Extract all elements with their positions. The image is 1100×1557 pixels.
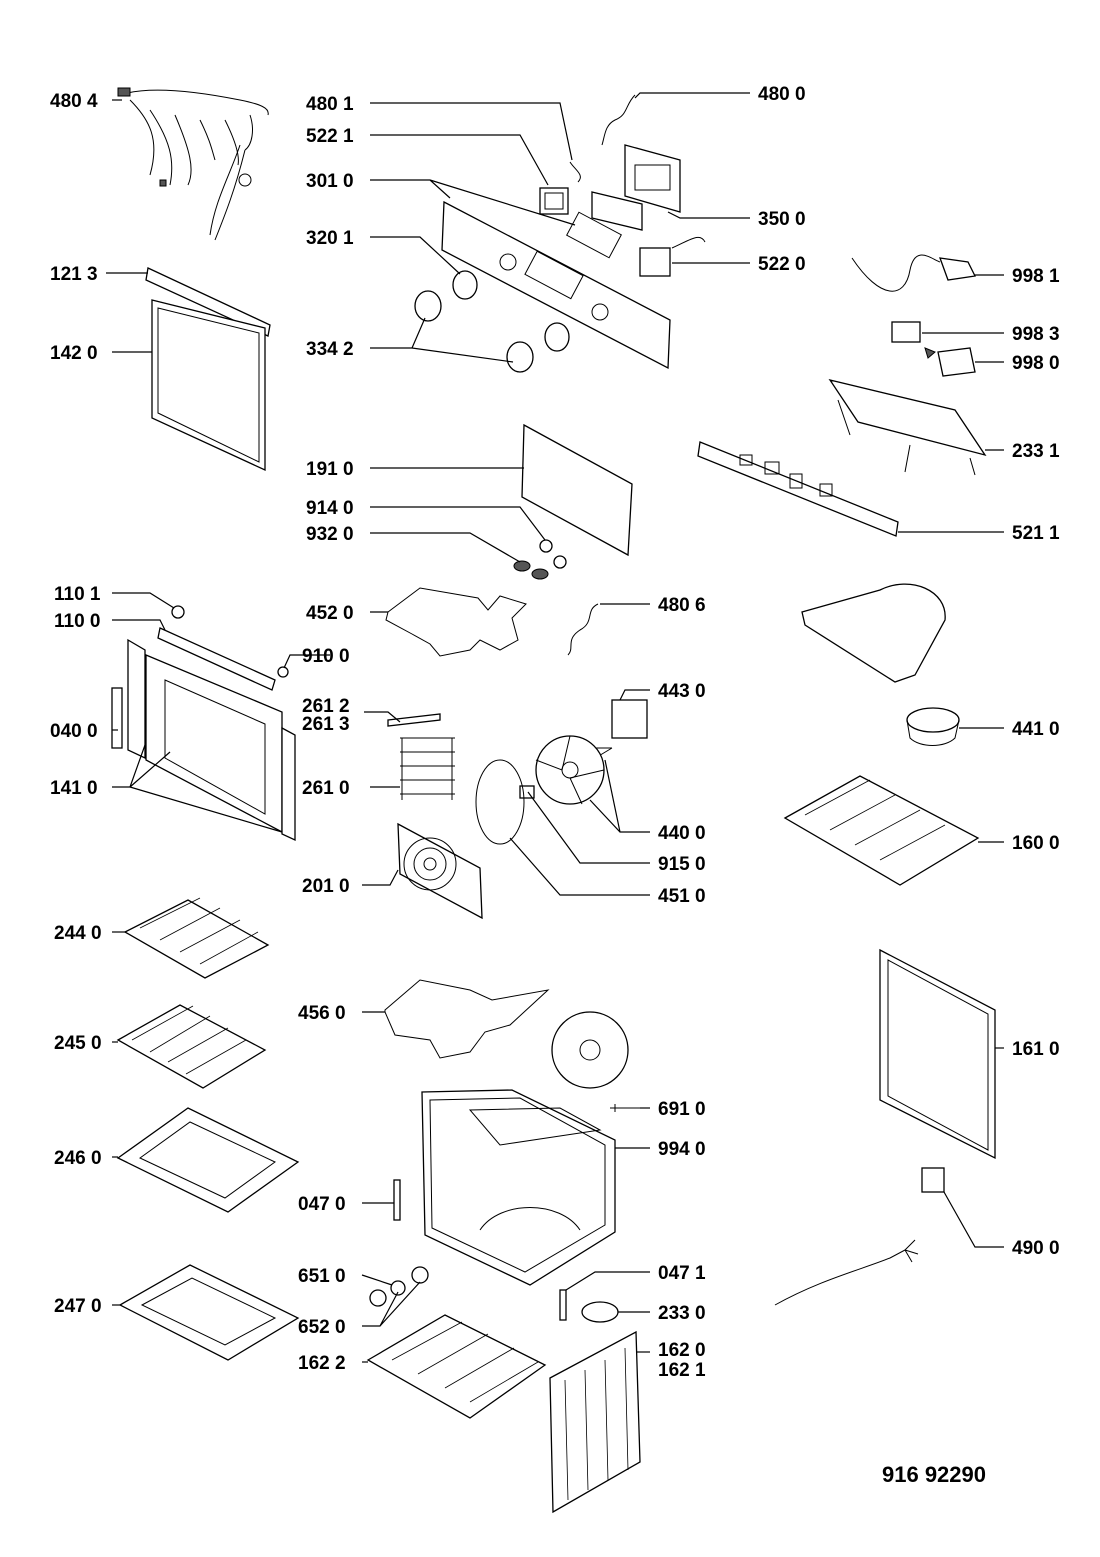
part-label: 246 0 xyxy=(54,1148,102,1169)
part-label: 162 0 xyxy=(658,1340,706,1361)
part-label: 522 0 xyxy=(758,254,806,275)
part-label: 261 3 xyxy=(302,714,350,735)
part-label: 451 0 xyxy=(658,886,706,907)
part-label: 490 0 xyxy=(1012,1238,1060,1259)
switch-part xyxy=(539,187,569,215)
power-cable-part xyxy=(851,254,976,292)
part-label: 521 1 xyxy=(1012,523,1060,544)
part-label: 440 0 xyxy=(658,823,706,844)
part-label: 480 0 xyxy=(758,84,806,105)
part-label: 480 4 xyxy=(50,91,98,112)
part-label: 162 1 xyxy=(658,1360,706,1381)
power-cord-part xyxy=(774,1167,945,1306)
part-label: 320 1 xyxy=(306,228,354,249)
back-panel-part xyxy=(397,822,483,920)
part-label: 261 0 xyxy=(302,778,350,799)
wire-part xyxy=(569,161,581,183)
part-label: 110 0 xyxy=(54,611,101,632)
part-label: 350 0 xyxy=(758,209,806,230)
wire-part xyxy=(567,603,599,656)
lamp-part xyxy=(369,1266,429,1307)
fan-duct-part xyxy=(801,583,946,683)
module-part xyxy=(891,321,976,377)
part-label: 191 0 xyxy=(306,459,354,480)
glass-panel-part xyxy=(151,299,266,472)
part-label: 932 0 xyxy=(306,524,354,545)
bracket-part xyxy=(591,144,681,231)
document-number: 916 92290 xyxy=(882,1462,986,1487)
switch-part xyxy=(639,236,706,277)
part-label: 480 1 xyxy=(306,94,354,115)
part-label: 247 0 xyxy=(54,1296,102,1317)
hinge-part xyxy=(393,1179,401,1221)
back-liner-part xyxy=(549,1330,641,1514)
part-label: 334 2 xyxy=(306,339,354,360)
part-label: 047 0 xyxy=(298,1194,346,1215)
leader-lines xyxy=(106,92,1004,1363)
part-label: 994 0 xyxy=(658,1139,706,1160)
part-label: 443 0 xyxy=(658,681,706,702)
support-bracket-part xyxy=(828,378,987,476)
part-label: 456 0 xyxy=(298,1003,346,1024)
wire-part xyxy=(601,94,636,146)
door-gasket-part xyxy=(521,423,633,557)
knob-part xyxy=(414,270,570,373)
heater-tray-part xyxy=(783,775,980,886)
part-label: 160 0 xyxy=(1012,833,1060,854)
part-label: 233 1 xyxy=(1012,441,1060,462)
heating-element-part xyxy=(385,587,527,657)
fan-ring-part xyxy=(475,759,525,845)
hinge-part xyxy=(559,1289,567,1321)
part-label: 441 0 xyxy=(1012,719,1060,740)
part-label: 141 0 xyxy=(50,778,98,799)
part-label: 142 0 xyxy=(50,343,98,364)
part-label: 233 0 xyxy=(658,1303,706,1324)
part-label: 047 1 xyxy=(658,1263,706,1284)
baking-tray-part xyxy=(116,1107,300,1213)
side-rack-part xyxy=(387,713,455,800)
part-label: 245 0 xyxy=(54,1033,102,1054)
part-label: 910 0 xyxy=(302,646,350,667)
part-label: 652 0 xyxy=(298,1317,346,1338)
bottom-liner-part xyxy=(366,1314,547,1419)
wire-grid-part xyxy=(116,1004,267,1089)
part-label: 040 0 xyxy=(50,721,98,742)
part-label: 998 0 xyxy=(1012,353,1060,374)
door-assembly-part xyxy=(111,638,296,842)
oven-cavity-part xyxy=(421,1089,616,1286)
fastener-part xyxy=(513,539,567,580)
part-label: 244 0 xyxy=(54,923,102,944)
door-handle-part xyxy=(157,605,289,691)
part-label: 998 1 xyxy=(1012,266,1060,287)
part-label: 301 0 xyxy=(306,171,354,192)
deep-tray-part xyxy=(118,1264,300,1361)
part-label: 261 2 xyxy=(302,696,350,717)
wire-shelf-part xyxy=(123,897,270,979)
part-label: 915 0 xyxy=(658,854,706,875)
part-label: 914 0 xyxy=(306,498,354,519)
convection-fan-part xyxy=(519,699,648,805)
fan-cover-part xyxy=(551,1011,640,1112)
part-label: 121 3 xyxy=(50,264,98,285)
part-label: 651 0 xyxy=(298,1266,346,1287)
bottom-heating-element-part xyxy=(384,979,550,1059)
side-panel-part xyxy=(879,948,996,1160)
wiring-harness-part xyxy=(117,87,269,241)
part-label: 452 0 xyxy=(306,603,354,624)
control-panel-part xyxy=(441,200,671,370)
part-label: 480 6 xyxy=(658,595,706,616)
part-label: 161 0 xyxy=(1012,1039,1060,1060)
part-label: 201 0 xyxy=(302,876,350,897)
fan-motor-part xyxy=(906,707,960,746)
part-labels: 480 4 480 1 480 0 522 1 301 0 350 0 320 … xyxy=(50,84,1060,1381)
part-label: 691 0 xyxy=(658,1099,706,1120)
door-frame-top-part xyxy=(145,267,271,337)
part-label: 162 2 xyxy=(298,1353,346,1374)
part-label: 522 1 xyxy=(306,126,354,147)
circuit-board-part xyxy=(697,441,899,537)
part-label: 998 3 xyxy=(1012,324,1060,345)
part-label: 110 1 xyxy=(54,584,101,605)
lamp-cover-part xyxy=(581,1301,619,1323)
